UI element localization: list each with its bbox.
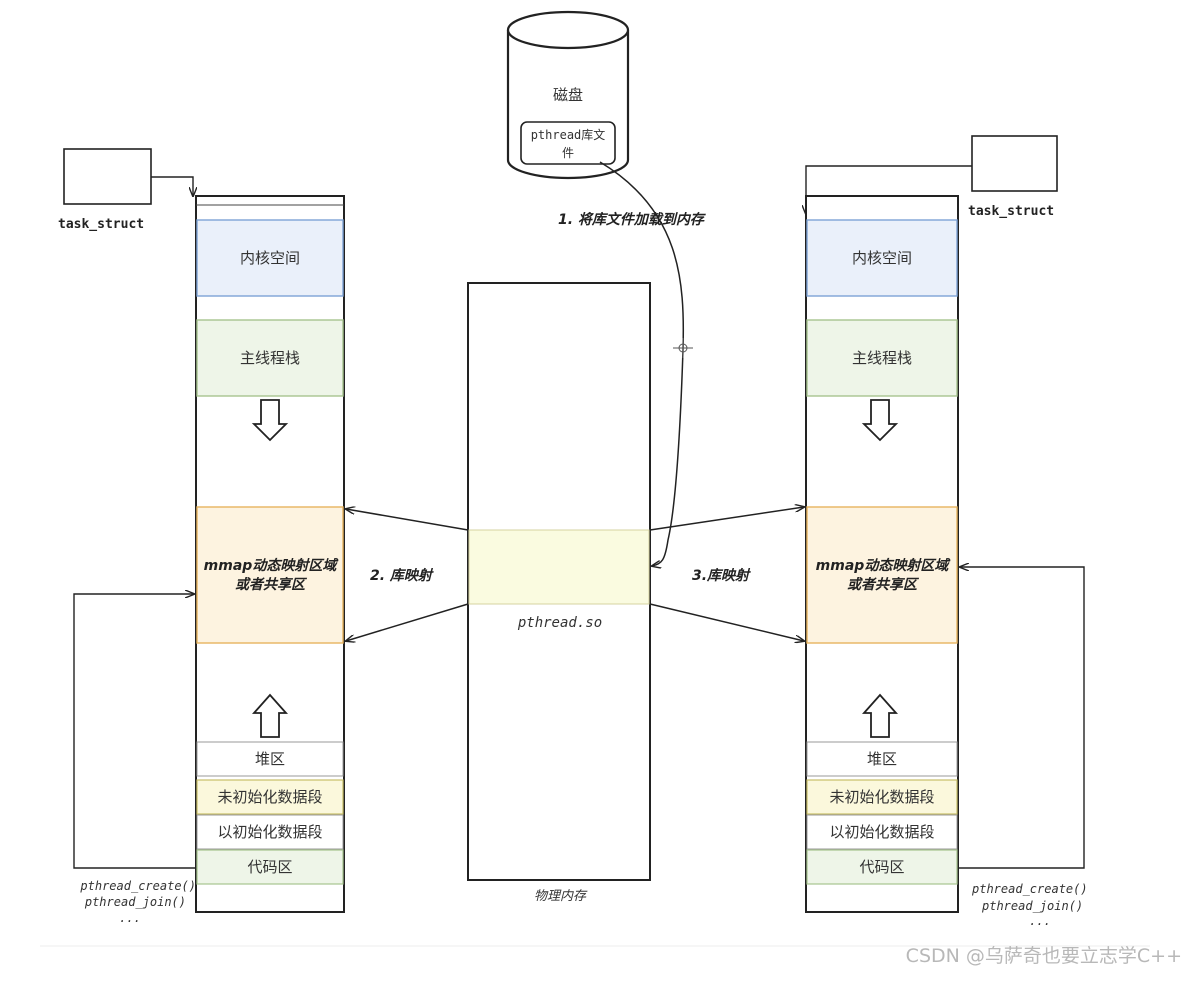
left-data	[196, 814, 344, 850]
left-task-struct-box	[63, 148, 152, 205]
pthread-lib-file	[520, 121, 616, 165]
physical-memory: pthread.so 物理内存	[467, 282, 651, 904]
right-process: task_struct 内核空间 主线程栈 mmap动态映射区域 或者共享区 堆…	[806, 135, 1088, 928]
right-heap-label: 堆区	[867, 750, 897, 768]
left-task-struct-arrow	[151, 176, 193, 196]
left-main-stack-label: 主线程栈	[240, 349, 300, 367]
left-heap-grow-up-icon	[251, 693, 289, 738]
right-call-loop-arrow	[958, 567, 1085, 869]
right-stack-grow-down-icon	[861, 399, 899, 442]
step-map-right-label: 3.库映射	[692, 567, 751, 584]
right-main-stack-label: 主线程栈	[852, 349, 912, 367]
right-task-struct-box	[971, 135, 1058, 192]
lib-file-label-2: 件	[562, 146, 574, 160]
left-heap-label: 堆区	[255, 750, 285, 768]
left-mmap-label-1: mmap动态映射区域	[204, 557, 340, 574]
right-kernel-label: 内核空间	[852, 249, 912, 267]
step-load-label: 1. 将库文件加载到内存	[558, 211, 706, 228]
left-call-loop-arrow	[73, 594, 196, 869]
left-bss-label: 未初始化数据段	[217, 788, 322, 806]
right-call-1: pthread_create()	[971, 882, 1088, 896]
physical-memory-label: 物理内存	[534, 889, 588, 904]
right-task-struct-label: task_struct	[968, 204, 1054, 219]
right-call-3: ...	[1029, 914, 1051, 928]
step-map-left-label: 2. 库映射	[370, 567, 434, 584]
right-map-arrow-bottom	[649, 603, 804, 641]
lib-file-label-1: pthread库文	[531, 127, 606, 142]
disk-cylinder: 磁盘 pthread库文 件	[506, 10, 630, 180]
left-code-label: 代码区	[247, 858, 292, 876]
right-kernel-space	[806, 219, 958, 297]
left-heap	[196, 741, 344, 777]
left-call-3: ...	[119, 911, 141, 925]
left-mmap-label-2: 或者共享区	[235, 576, 308, 593]
left-main-stack	[196, 319, 344, 397]
pthread-so-label: pthread.so	[517, 615, 602, 631]
right-data-label: 以初始化数据段	[829, 823, 934, 841]
watermark: CSDN @乌萨奇也要立志学C++	[906, 945, 1182, 967]
physical-lib-region	[468, 529, 650, 605]
left-kernel-label: 内核空间	[240, 249, 300, 267]
left-call-1: pthread_create()	[79, 879, 196, 893]
load-arrow	[599, 161, 685, 566]
left-code	[196, 849, 344, 885]
right-mmap-label-2: 或者共享区	[847, 576, 920, 593]
left-process: task_struct 内核空间 主线程栈 mmap动态映射区域 或者共享区 堆…	[58, 148, 345, 925]
right-data	[806, 814, 958, 850]
move-cursor-icon	[673, 338, 693, 358]
right-main-stack	[806, 319, 958, 397]
right-mmap-label-1: mmap动态映射区域	[816, 557, 952, 574]
left-task-struct-label: task_struct	[58, 217, 144, 232]
right-code-label: 代码区	[859, 858, 904, 876]
left-call-2: pthread_join()	[84, 895, 186, 909]
right-call-2: pthread_join()	[981, 899, 1083, 913]
left-bss	[196, 779, 344, 815]
right-heap	[806, 741, 958, 777]
disk-label: 磁盘	[553, 86, 583, 104]
right-mmap-region	[806, 506, 958, 644]
right-bss	[806, 779, 958, 815]
right-code	[806, 849, 958, 885]
right-bss-label: 未初始化数据段	[829, 788, 934, 806]
left-data-label: 以初始化数据段	[217, 823, 322, 841]
right-heap-grow-up-icon	[861, 693, 899, 738]
left-kernel-space	[196, 219, 344, 297]
left-map-arrow-bottom	[346, 603, 469, 641]
left-mmap-region	[196, 506, 344, 644]
left-stack-grow-down-icon	[251, 399, 289, 442]
left-map-arrow-top	[346, 509, 469, 531]
right-map-arrow-top	[649, 507, 804, 531]
